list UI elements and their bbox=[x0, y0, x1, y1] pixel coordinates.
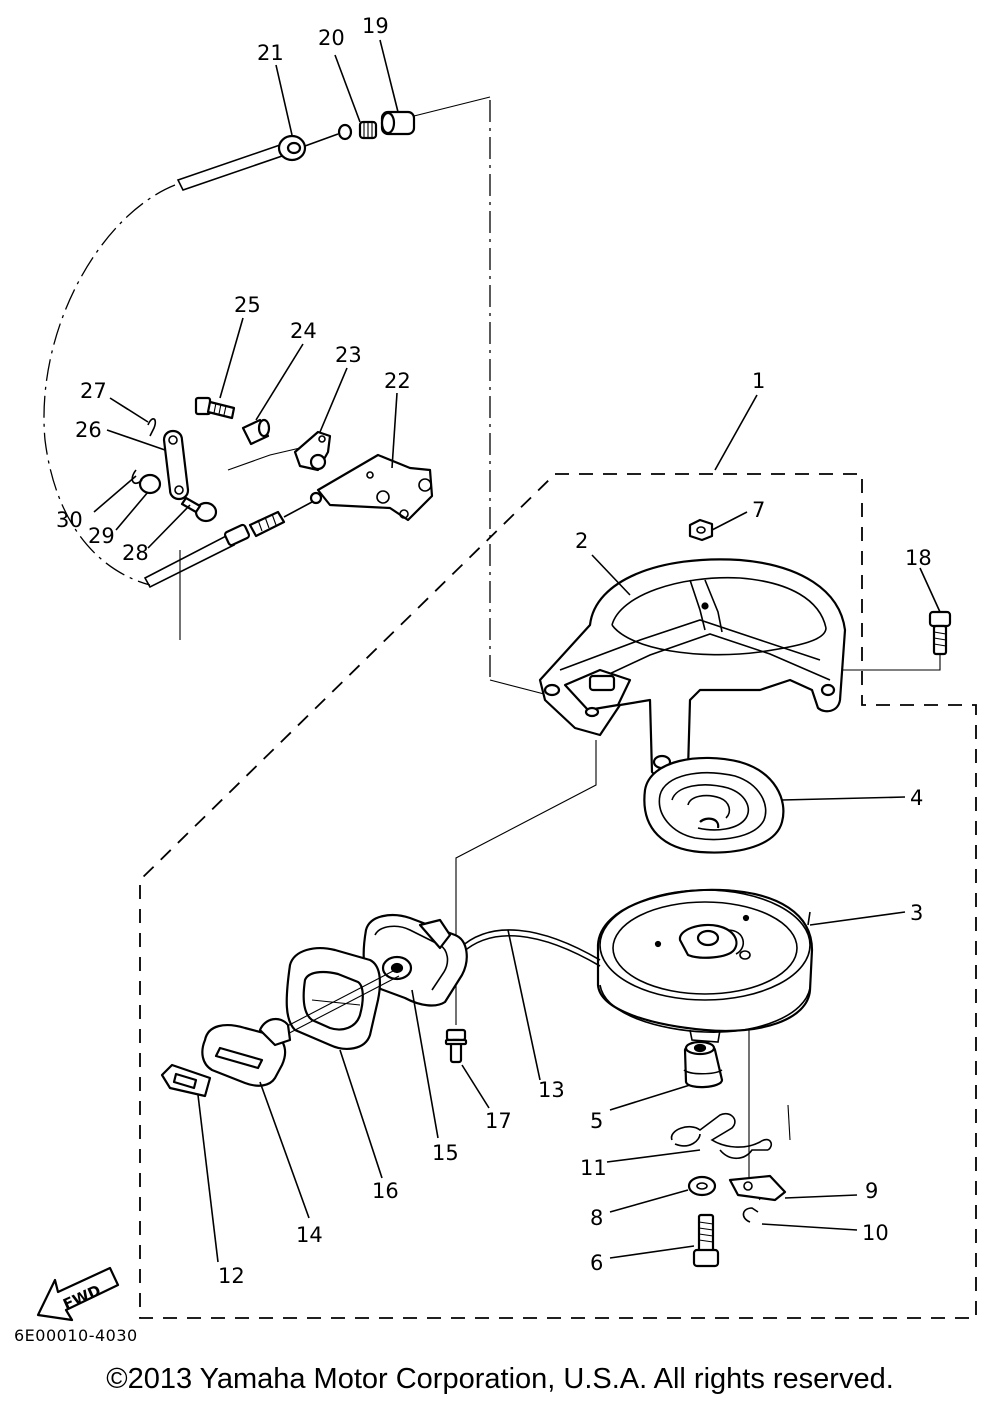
bolt-part-6 bbox=[692, 1213, 720, 1268]
cable-part-21 bbox=[176, 133, 339, 191]
starter-housing-part-2 bbox=[538, 558, 847, 780]
part-label-19: 19 bbox=[362, 14, 389, 38]
part-label-16: 16 bbox=[372, 1179, 399, 1203]
part-label-27: 27 bbox=[80, 379, 107, 403]
bolt-part-17 bbox=[444, 1028, 468, 1064]
part-label-7: 7 bbox=[752, 498, 765, 522]
part-label-17: 17 bbox=[485, 1109, 512, 1133]
washer-part-8-hole bbox=[696, 1182, 708, 1190]
leader-lines bbox=[93, 39, 941, 1263]
part-label-30: 30 bbox=[56, 508, 83, 532]
part-label-23: 23 bbox=[335, 343, 362, 367]
pin-part-28 bbox=[180, 496, 218, 523]
plug-part-12 bbox=[160, 1063, 212, 1098]
clip-part-10 bbox=[742, 1207, 759, 1223]
joint-part-19 bbox=[380, 110, 416, 136]
bracket-part-22 bbox=[316, 453, 434, 522]
part-label-13: 13 bbox=[538, 1078, 565, 1102]
part-label-8: 8 bbox=[590, 1206, 603, 1230]
washer-part-29 bbox=[138, 473, 162, 495]
cable-route-line bbox=[43, 184, 176, 586]
part-label-10: 10 bbox=[862, 1221, 889, 1245]
clip-part-27 bbox=[147, 418, 157, 437]
fwd-arrow-icon: FWD bbox=[36, 1266, 120, 1322]
part-label-25: 25 bbox=[234, 293, 261, 317]
part-label-5: 5 bbox=[590, 1109, 603, 1133]
part-label-18: 18 bbox=[905, 546, 932, 570]
part-label-6: 6 bbox=[590, 1251, 603, 1275]
starter-rope-part-13 bbox=[459, 929, 601, 961]
bolt-part-18 bbox=[928, 610, 952, 656]
part-label-26: 26 bbox=[75, 418, 102, 442]
diagram-code: 6E00010-4030 bbox=[14, 1326, 138, 1345]
part-label-4: 4 bbox=[910, 786, 923, 810]
part-label-12: 12 bbox=[218, 1264, 245, 1288]
starter-rope-part-13 bbox=[461, 935, 601, 967]
pawl-part-9 bbox=[728, 1174, 787, 1202]
bolt-part-25 bbox=[194, 396, 236, 420]
part-label-15: 15 bbox=[432, 1141, 459, 1165]
throttle-cable bbox=[143, 491, 323, 589]
part-label-2: 2 bbox=[575, 529, 588, 553]
rope-strand bbox=[273, 975, 400, 1042]
part-label-28: 28 bbox=[122, 541, 149, 565]
rope-guard-part-16 bbox=[285, 947, 381, 1050]
washer-part-8 bbox=[687, 1175, 717, 1197]
part-label-24: 24 bbox=[290, 319, 317, 343]
spiral-spring-part-4 bbox=[643, 756, 785, 854]
part-label-3: 3 bbox=[910, 901, 923, 925]
part-label-9: 9 bbox=[865, 1179, 878, 1203]
clip-part-30 bbox=[131, 469, 143, 485]
bushing-part-5 bbox=[683, 1040, 724, 1089]
link-part-26 bbox=[162, 429, 190, 501]
copyright-notice: ©2013 Yamaha Motor Corporation, U.S.A. A… bbox=[106, 1363, 894, 1395]
lever-part-23 bbox=[293, 430, 332, 472]
spring-part-20 bbox=[358, 120, 378, 140]
collar-part-24 bbox=[241, 418, 271, 446]
part-label-11: 11 bbox=[580, 1156, 607, 1180]
part-label-14: 14 bbox=[296, 1223, 323, 1247]
part-label-21: 21 bbox=[257, 41, 284, 65]
drive-spring-part-11 bbox=[670, 1112, 772, 1160]
rope-strand bbox=[269, 969, 396, 1036]
nut-part-7 bbox=[688, 518, 714, 542]
part-label-29: 29 bbox=[88, 524, 115, 548]
part-label-20: 20 bbox=[318, 26, 345, 50]
assembly-boundary bbox=[139, 473, 977, 1319]
washer-part-20 bbox=[337, 123, 353, 141]
part-label-22: 22 bbox=[384, 369, 411, 393]
starter-handle-part-14 bbox=[201, 1017, 292, 1087]
sheave-drum-part-3 bbox=[596, 888, 814, 1043]
part-label-1: 1 bbox=[752, 369, 765, 393]
